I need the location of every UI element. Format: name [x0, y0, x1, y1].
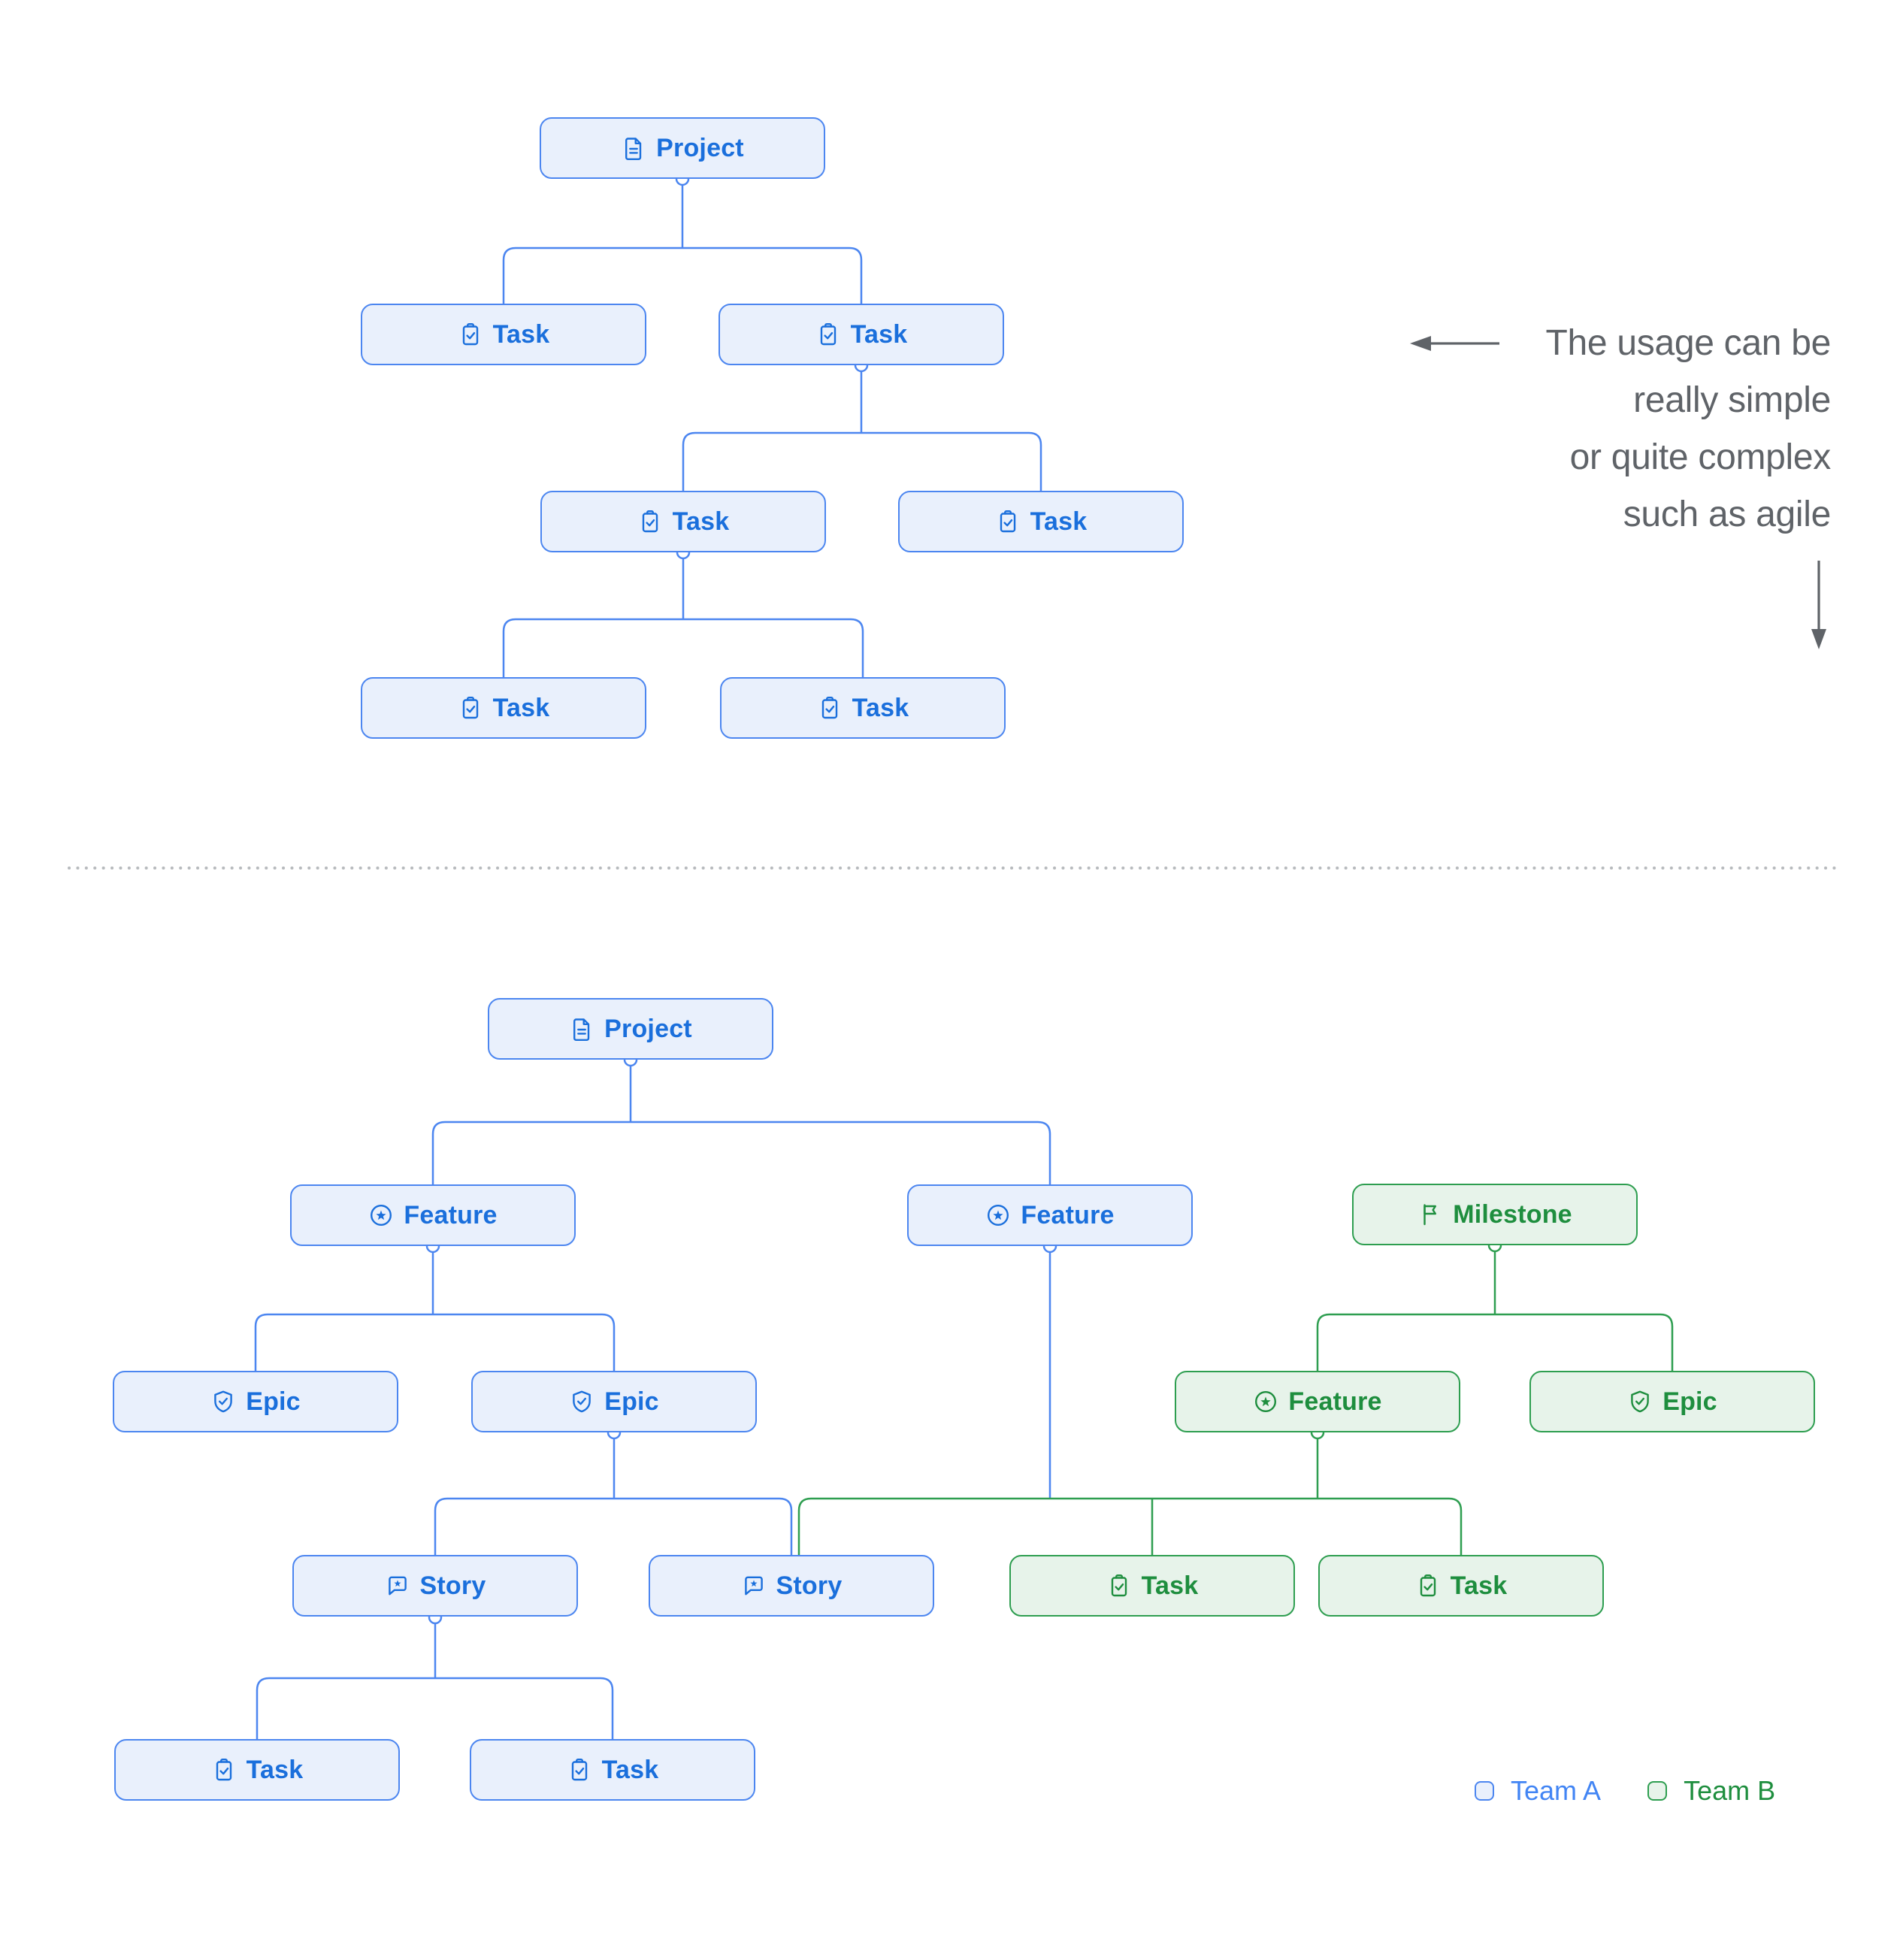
node-label: Epic [246, 1387, 301, 1416]
node-label: Feature [1288, 1387, 1382, 1416]
node-label: Task [492, 693, 550, 722]
task-icon [211, 1757, 237, 1783]
legend-item-team-b: Team B [1647, 1775, 1775, 1807]
legend-item-team-a: Team A [1475, 1775, 1601, 1807]
legend-label: Team A [1511, 1775, 1602, 1806]
task-icon [458, 322, 483, 347]
node-label: Task [492, 319, 550, 349]
node-project: Project [488, 998, 773, 1060]
node-label: Task [852, 693, 909, 722]
node-label: Epic [604, 1387, 659, 1416]
annotation-text: The usage can be really simple or quite … [1305, 315, 1832, 543]
task-icon [637, 509, 663, 534]
annotation-line: The usage can be [1545, 323, 1832, 363]
epic-shield-icon [210, 1389, 236, 1414]
annotation-line: such as agile [1623, 495, 1832, 534]
node-story: Story [649, 1555, 934, 1617]
task-icon [458, 695, 483, 721]
node-task: Task [720, 677, 1006, 739]
node-task: Task [470, 1739, 755, 1801]
node-label: Task [246, 1755, 304, 1784]
node-label: Epic [1662, 1387, 1717, 1416]
node-task: Task [1318, 1555, 1604, 1617]
node-task: Task [361, 677, 646, 739]
feature-star-icon [1253, 1389, 1278, 1414]
task-icon [817, 695, 843, 721]
node-task: Task [1009, 1555, 1295, 1617]
node-project: Project [540, 117, 825, 179]
node-label: Story [419, 1571, 486, 1600]
flag-icon [1417, 1202, 1443, 1227]
node-feature: Feature [290, 1184, 576, 1246]
node-task: Task [114, 1739, 400, 1801]
node-label: Project [656, 133, 744, 162]
node-label: Feature [404, 1200, 498, 1230]
annotation-line: or quite complex [1569, 437, 1832, 477]
node-milestone: Milestone [1352, 1184, 1638, 1245]
node-label: Milestone [1453, 1199, 1572, 1229]
node-label: Task [601, 1755, 659, 1784]
node-label: Task [1030, 507, 1088, 536]
node-epic: Epic [471, 1371, 757, 1432]
team-b-swatch-icon [1647, 1781, 1668, 1801]
node-story: Story [292, 1555, 578, 1617]
task-icon [1106, 1573, 1132, 1599]
node-task: Task [719, 304, 1004, 365]
node-epic: Epic [1529, 1371, 1815, 1432]
document-icon [569, 1016, 594, 1042]
annotation-line: really simple [1633, 380, 1831, 420]
node-feature: Feature [907, 1184, 1193, 1246]
node-label: Project [604, 1014, 692, 1043]
feature-star-icon [985, 1202, 1011, 1228]
node-label: Feature [1021, 1200, 1115, 1230]
team-a-swatch-icon [1475, 1781, 1494, 1801]
story-bubble-icon [385, 1573, 410, 1599]
node-label: Story [776, 1571, 843, 1600]
feature-star-icon [368, 1202, 394, 1228]
epic-shield-icon [1627, 1389, 1653, 1414]
task-icon [567, 1757, 592, 1783]
node-label: Task [1141, 1571, 1199, 1600]
node-epic: Epic [113, 1371, 398, 1432]
document-icon [621, 135, 646, 161]
node-label: Task [672, 507, 730, 536]
node-feature: Feature [1175, 1371, 1460, 1432]
task-icon [815, 322, 841, 347]
story-bubble-icon [741, 1573, 767, 1599]
node-task: Task [898, 491, 1184, 552]
node-task: Task [540, 491, 826, 552]
epic-shield-icon [569, 1389, 594, 1414]
node-label: Task [1450, 1571, 1508, 1600]
node-task: Task [361, 304, 646, 365]
node-label: Task [850, 319, 908, 349]
legend-label: Team B [1684, 1775, 1776, 1806]
task-icon [1415, 1573, 1441, 1599]
task-icon [995, 509, 1021, 534]
legend: Team A Team B [1475, 1775, 1775, 1807]
